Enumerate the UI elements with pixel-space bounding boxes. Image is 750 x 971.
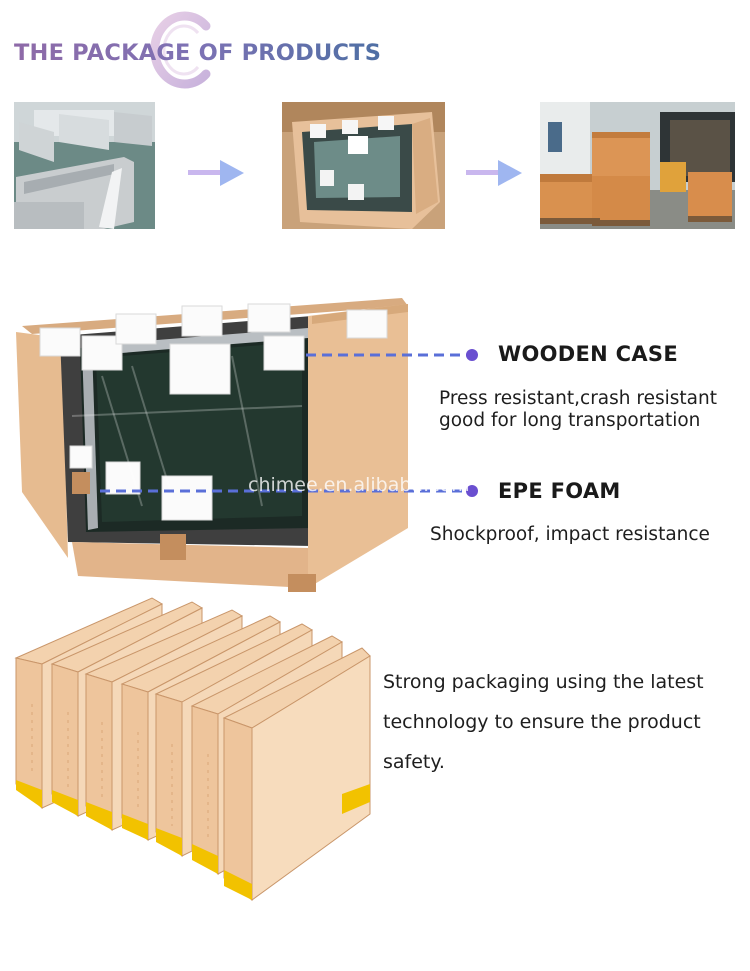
crate-packing-photo [282,102,445,229]
kiosk-production-photo [14,102,155,229]
carton-description-line: safety. [383,751,445,773]
wooden-crate-image [16,298,408,592]
carton-description-line: Strong packaging using the latest [383,671,704,693]
wooden-case-callout-line [306,349,478,361]
carton-description-line: technology to ensure the product [383,711,701,733]
wooden-case-heading: WOODEN CASE [498,342,678,366]
wooden-case-description-line: Press resistant,crash resistant [439,388,717,409]
right-arrow-icon [188,160,244,186]
page-title: THE PACKAGE OF PRODUCTS [14,40,382,66]
watermark-text: chimee.en.alibaba.com [248,474,470,496]
wooden-case-description-line: good for long transportation [439,410,701,431]
crates-loading-truck-photo [540,102,735,229]
letter-c-logo-icon [150,11,211,89]
epe-foam-heading: EPE FOAM [498,479,621,503]
epe-foam-description: Shockproof, impact resistance [430,524,710,545]
right-arrow-icon [466,160,522,186]
epe-foam-callout-line [100,485,478,497]
carton-boxes-image [14,597,371,902]
